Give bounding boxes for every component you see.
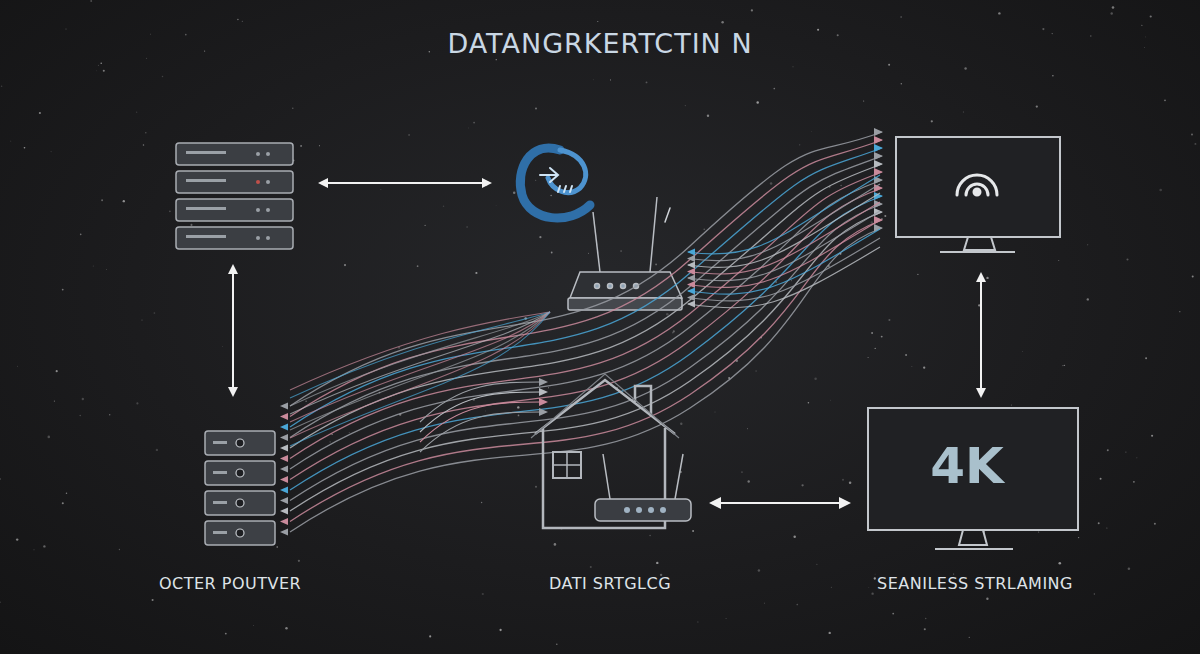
server-node: OCTER POUTVER <box>134 425 326 593</box>
house-node: DATI SRTGLCG <box>509 372 711 593</box>
diagram-title: DATANGRKERTCTIN N <box>0 28 1200 59</box>
node-heading: SEANILESS STRLAMING <box>849 574 1101 593</box>
screen-text: 4K <box>862 437 1072 495</box>
monitor-node: 4K SEANILESS STRLAMING <box>849 405 1101 593</box>
cloud-swirl <box>520 148 670 222</box>
node-heading: OCTER POUTVER <box>134 574 326 593</box>
data-streams <box>280 128 883 536</box>
server-rack <box>176 143 293 249</box>
server-outline <box>140 425 320 593</box>
plain-arrow <box>233 183 981 396</box>
house-outline <box>515 372 705 593</box>
monitor-outline <box>855 405 1095 593</box>
node-heading: DATI SRTGLCG <box>509 574 711 593</box>
monitor <box>896 137 1060 252</box>
connector-arrow <box>711 502 849 504</box>
